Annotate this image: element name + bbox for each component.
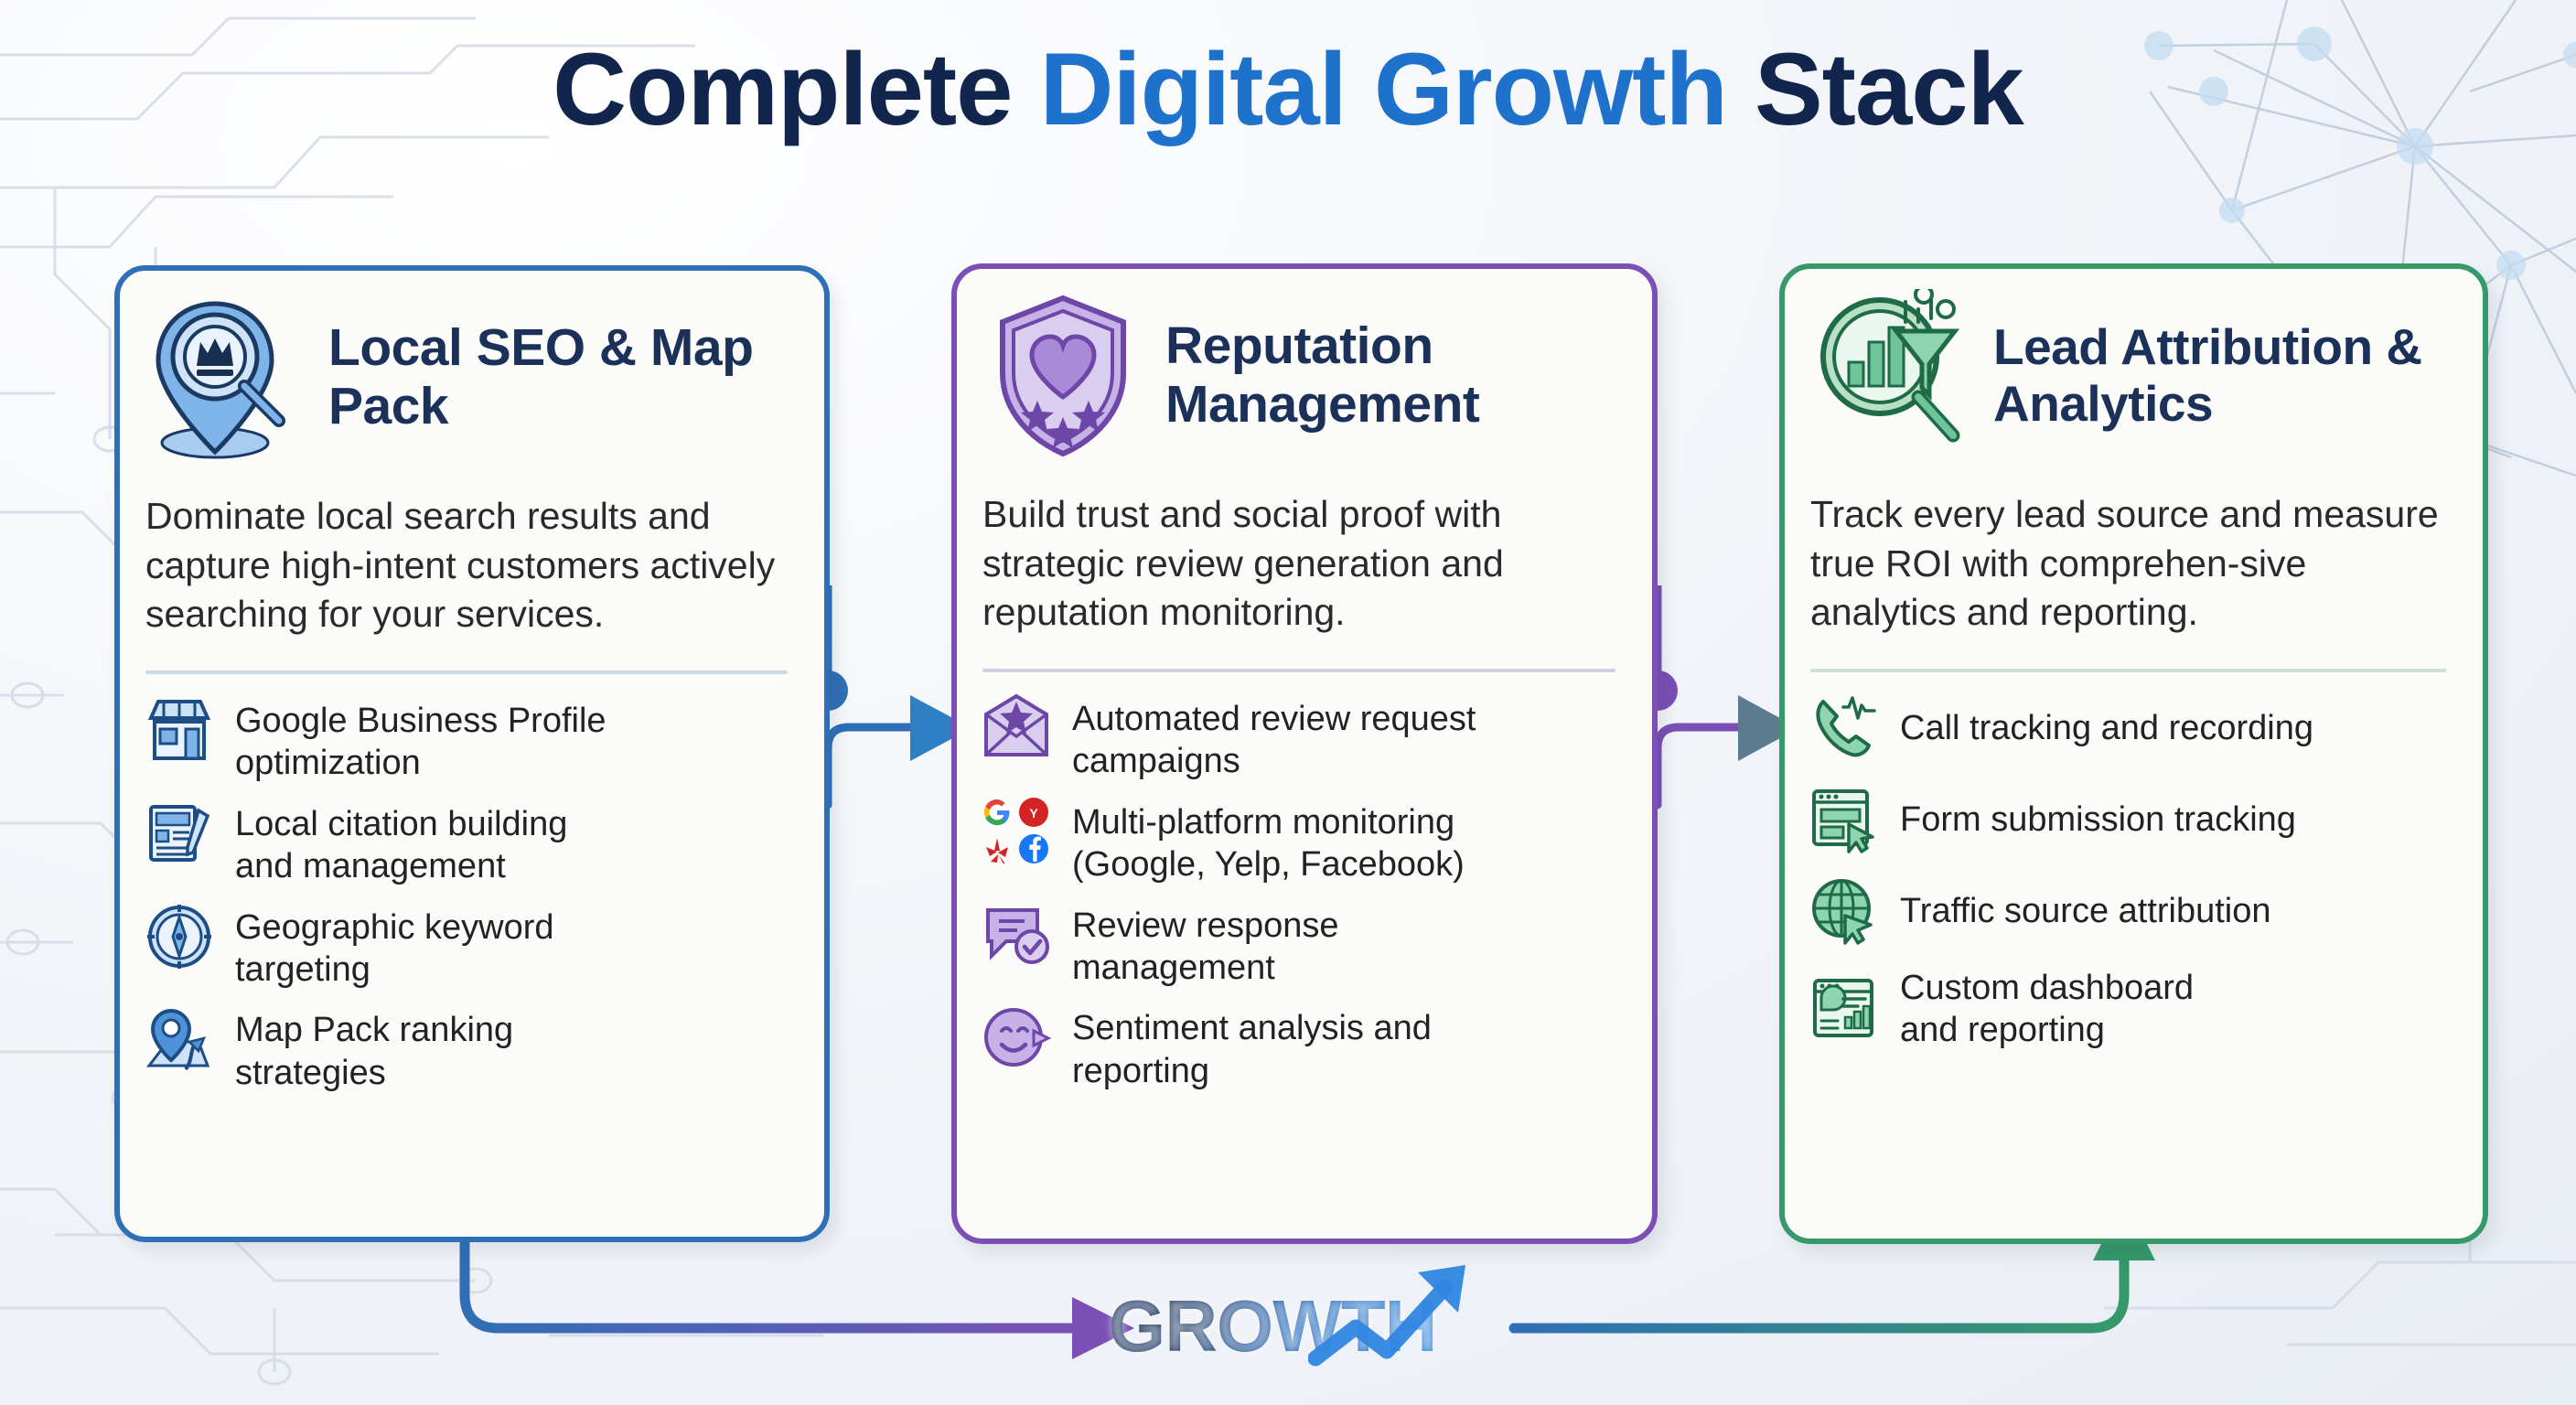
shield-heart-stars-icon bbox=[1000, 295, 1126, 457]
card-description: Build trust and social proof with strate… bbox=[982, 493, 1504, 634]
phone-waveform-icon bbox=[1816, 696, 1876, 757]
list-item-label: Traffic source attribution bbox=[1900, 891, 2271, 930]
feature-list: Call tracking and recording Form submiss… bbox=[1785, 672, 2483, 1052]
feature-list: Automated review request campaigns Y bbox=[957, 672, 1652, 1092]
card-divider bbox=[1810, 669, 2446, 673]
list-item-label: Automated review request campaigns bbox=[1072, 700, 1476, 781]
title-part-2: Digital Growth bbox=[1039, 32, 1728, 146]
connector-card1-to-card2 bbox=[808, 585, 971, 810]
card-header: Lead Attribution & Analytics bbox=[1785, 269, 2483, 463]
list-item-label: Form submission tracking bbox=[1900, 799, 2296, 839]
card-header: Reputation Management bbox=[957, 269, 1652, 463]
magnifier-funnel-barchart-icon bbox=[1820, 289, 1960, 443]
list-item[interactable]: Traffic source attribution bbox=[1809, 875, 2452, 947]
card-divider bbox=[145, 670, 788, 675]
title-part-3: Stack bbox=[1726, 32, 2024, 146]
list-item-label: Sentiment analysis and reporting bbox=[1072, 1009, 1432, 1090]
card-local-seo[interactable]: Local SEO & Map Pack Dominate local sear… bbox=[114, 265, 830, 1242]
list-item-label: Call tracking and recording bbox=[1900, 708, 2314, 747]
list-item-label: Google Business Profile optimization bbox=[235, 702, 606, 783]
list-item[interactable]: Custom dashboard and reporting bbox=[1809, 967, 2452, 1052]
upward-trend-arrow-icon bbox=[1308, 1265, 1465, 1367]
card-divider bbox=[982, 669, 1615, 673]
list-item[interactable]: Local citation building and management bbox=[144, 798, 793, 888]
map-pin-route-icon bbox=[145, 1009, 210, 1071]
feature-list: Google Business Profile optimization Loc… bbox=[120, 674, 824, 1094]
list-item[interactable]: Review response management bbox=[981, 899, 1621, 990]
list-item-label: Review response management bbox=[1072, 906, 1339, 987]
connector-card2-to-card3 bbox=[1637, 585, 1798, 810]
card-title: Local SEO & Map Pack bbox=[328, 318, 754, 435]
newspaper-pen-icon bbox=[149, 804, 210, 862]
card-description: Dominate local search results and captur… bbox=[145, 495, 776, 636]
list-item[interactable]: Google Business Profile optimization bbox=[144, 694, 793, 785]
card-description: Track every lead source and measure true… bbox=[1810, 493, 2439, 634]
card-title: Reputation Management bbox=[1165, 316, 1480, 434]
compass-icon bbox=[147, 904, 211, 969]
list-item-label: Custom dashboard and reporting bbox=[1900, 969, 2195, 1050]
card-header: Local SEO & Map Pack bbox=[120, 271, 824, 465]
list-item[interactable]: Map Pack ranking strategies bbox=[144, 1003, 793, 1094]
page-title: Complete Digital Growth Stack bbox=[0, 33, 2576, 145]
envelope-star-icon bbox=[984, 693, 1048, 757]
card-lead-attribution[interactable]: Lead Attribution & Analytics Track every… bbox=[1779, 263, 2488, 1244]
card-title: Lead Attribution & Analytics bbox=[1993, 318, 2422, 432]
storefront-icon bbox=[147, 700, 211, 761]
growth-badge: GROWTH bbox=[1109, 1265, 1493, 1377]
globe-cursor-icon bbox=[1812, 879, 1873, 945]
google-yelp-facebook-logos-icon: Y bbox=[982, 797, 1048, 864]
map-pin-magnifier-crown-icon bbox=[156, 301, 285, 459]
card-reputation[interactable]: Reputation Management Build trust and so… bbox=[951, 263, 1658, 1244]
list-item[interactable]: Sentiment analysis and reporting bbox=[981, 1002, 1621, 1092]
list-item[interactable]: Y Multi-platform monitoring (Google, bbox=[981, 796, 1621, 886]
list-item-label: Geographic keyword targeting bbox=[235, 907, 554, 989]
list-item-label: Multi-platform monitoring (Google, Yelp,… bbox=[1072, 802, 1465, 885]
title-part-1: Complete bbox=[553, 32, 1040, 146]
list-item[interactable]: Automated review request campaigns bbox=[981, 692, 1621, 783]
list-item[interactable]: Geographic keyword targeting bbox=[144, 901, 793, 992]
list-item-label: Local citation building and management bbox=[235, 804, 568, 886]
chat-bubble-check-icon bbox=[986, 907, 1049, 964]
list-item[interactable]: Form submission tracking bbox=[1809, 784, 2452, 855]
smiley-face-icon bbox=[984, 1008, 1052, 1067]
form-cursor-icon bbox=[1812, 789, 1874, 853]
list-item[interactable]: Call tracking and recording bbox=[1809, 692, 2452, 764]
connector-card1-to-growth bbox=[459, 1239, 1134, 1359]
dashboard-chart-icon bbox=[1813, 979, 1873, 1038]
list-item-label: Map Pack ranking strategies bbox=[235, 1011, 514, 1092]
svg-text:Y: Y bbox=[1029, 806, 1038, 820]
